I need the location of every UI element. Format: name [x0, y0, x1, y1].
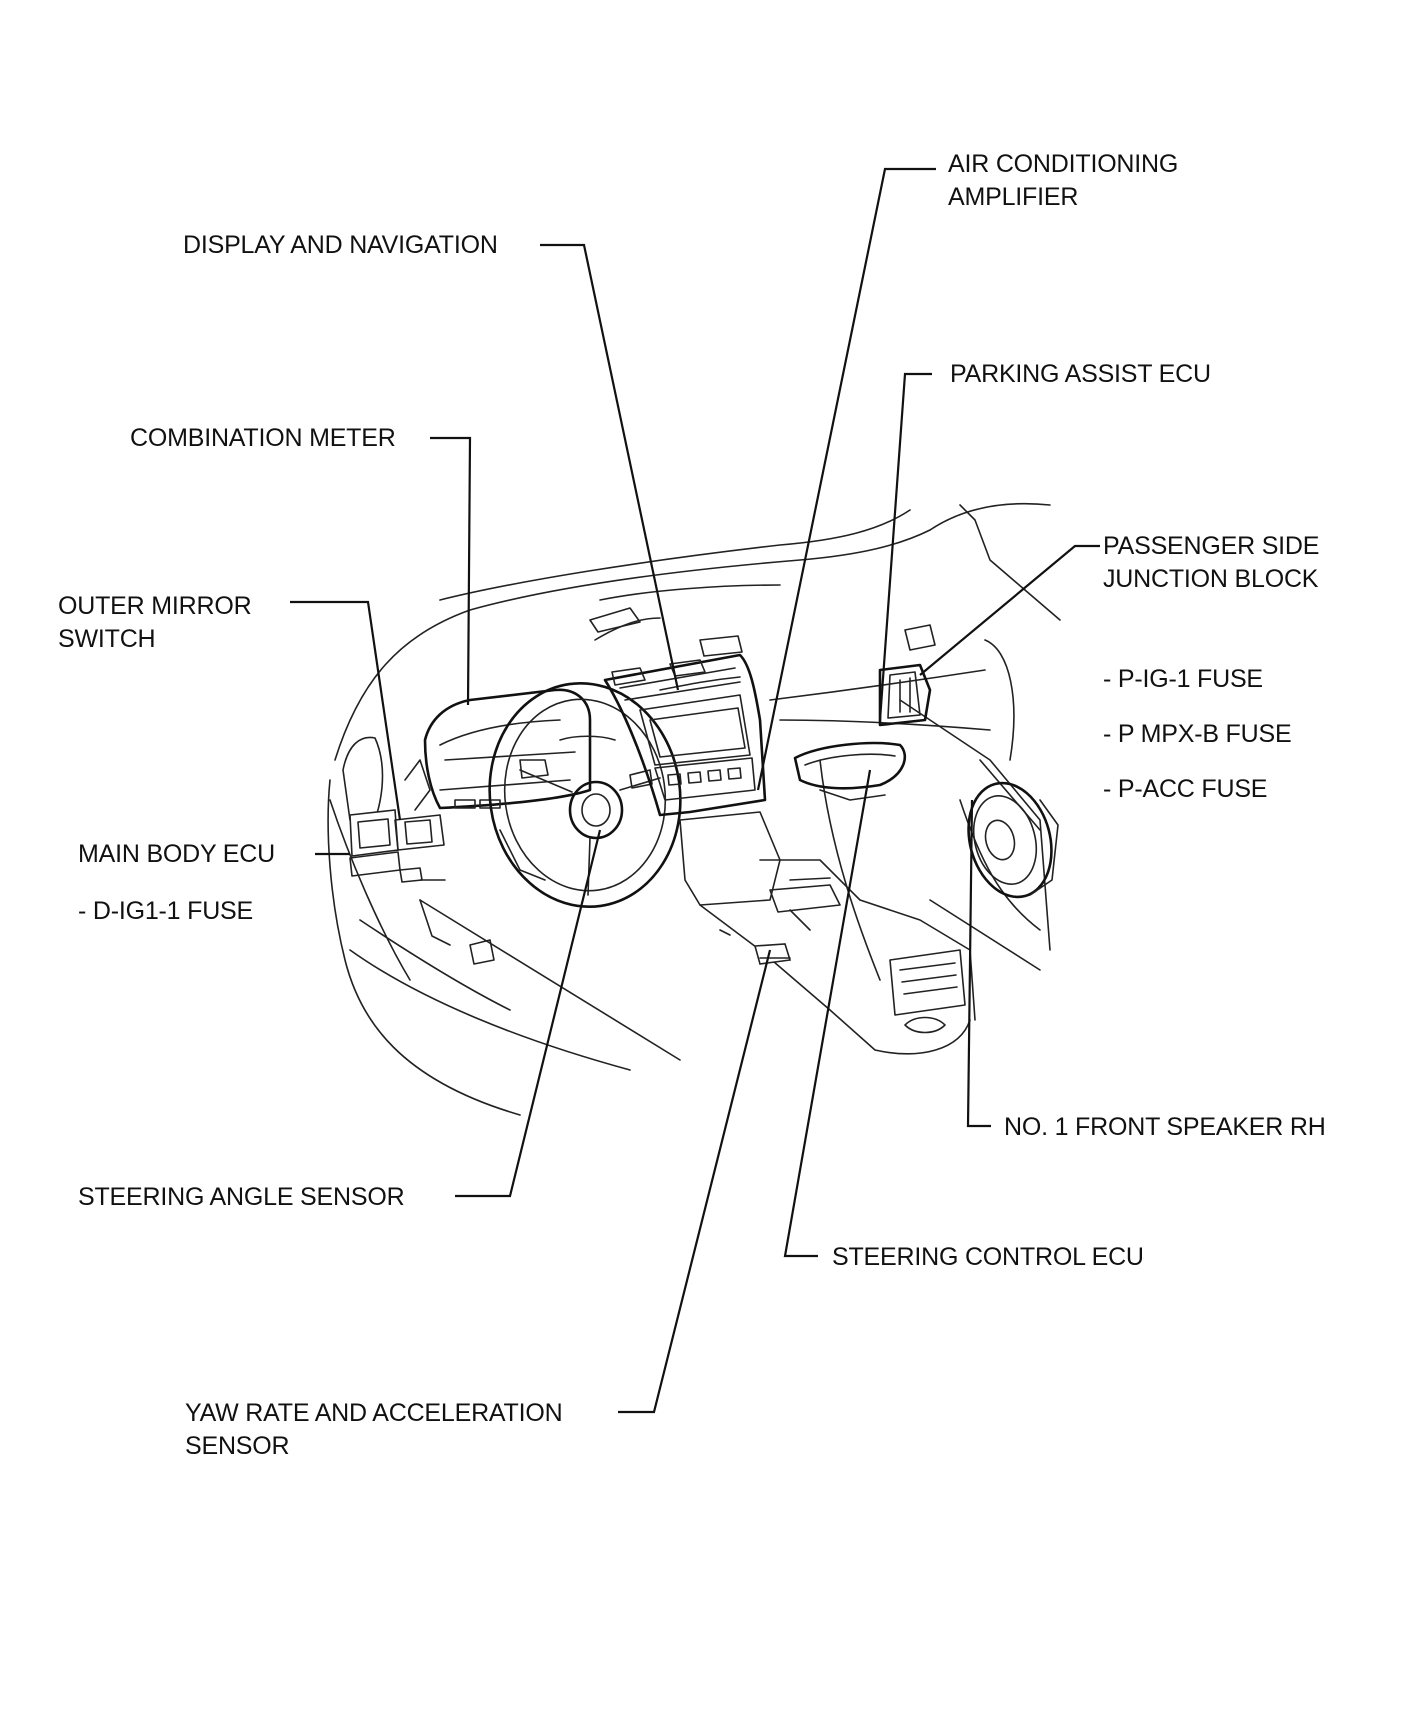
- label-line: COMBINATION METER: [130, 424, 396, 452]
- yaw-rate-sensor-art: [753, 943, 792, 965]
- combination-meter-art: [423, 688, 592, 810]
- label-steering-control-ecu: STEERING CONTROL ECU: [832, 1241, 1144, 1274]
- label-line: DISPLAY AND NAVIGATION: [183, 231, 498, 259]
- label-line: AMPLIFIER: [948, 183, 1079, 211]
- steering-wheel-art: [488, 682, 682, 908]
- label-passenger-side-junction-block: PASSENGER SIDE JUNCTION BLOCK: [1103, 530, 1319, 596]
- label-yaw-rate-and-acceleration-sensor: YAW RATE AND ACCELERATION SENSOR: [185, 1397, 563, 1463]
- label-line: JUNCTION BLOCK: [1103, 565, 1319, 593]
- label-line: SENSOR: [185, 1432, 290, 1460]
- driver-side-art: [342, 736, 495, 965]
- leader-lines: [290, 167, 1100, 1414]
- leader-steering-control-ecu: [783, 769, 872, 1258]
- label-line: STEERING CONTROL ECU: [832, 1243, 1144, 1271]
- leader-front-speaker-rh: [966, 799, 991, 1128]
- label-line: - P-IG-1 FUSE: [1103, 665, 1263, 693]
- label-line: SWITCH: [58, 625, 156, 653]
- label-parking-assist-ecu: PARKING ASSIST ECU: [950, 358, 1211, 391]
- label-air-conditioning-amplifier: AIR CONDITIONING AMPLIFIER: [948, 148, 1178, 214]
- leader-display-and-navigation: [540, 243, 680, 691]
- label-main-body-fuse: - D-IG1-1 FUSE: [78, 895, 253, 928]
- label-line: PASSENGER SIDE: [1103, 532, 1320, 560]
- label-line: - P MPX-B FUSE: [1103, 720, 1292, 748]
- label-passenger-fuses: - P-IG-1 FUSE - P MPX-B FUSE - P-ACC FUS…: [1103, 652, 1292, 817]
- label-steering-angle-sensor: STEERING ANGLE SENSOR: [78, 1181, 405, 1214]
- label-line: AIR CONDITIONING: [948, 150, 1179, 178]
- label-line: YAW RATE AND ACCELERATION: [185, 1399, 563, 1427]
- dashboard-outline: [327, 502, 1061, 1116]
- leader-passenger-side-junction-block: [919, 544, 1100, 676]
- leader-outer-mirror-switch: [290, 600, 402, 821]
- label-combination-meter: COMBINATION METER: [130, 422, 396, 455]
- label-line: - P-ACC FUSE: [1103, 775, 1268, 803]
- leader-parking-assist-ecu: [878, 372, 932, 721]
- leader-air-conditioning-amplifier: [756, 167, 936, 791]
- label-line: NO. 1 FRONT SPEAKER RH: [1004, 1113, 1326, 1141]
- leader-steering-angle-sensor: [455, 829, 602, 1198]
- label-line: OUTER MIRROR: [58, 592, 252, 620]
- label-main-body-ecu: MAIN BODY ECU: [78, 838, 275, 871]
- leader-yaw-rate-sensor: [618, 949, 772, 1414]
- label-no1-front-speaker-rh: NO. 1 FRONT SPEAKER RH: [1004, 1111, 1326, 1144]
- label-line: PARKING ASSIST ECU: [950, 360, 1211, 388]
- label-line: MAIN BODY ECU: [78, 840, 275, 868]
- label-display-and-navigation: DISPLAY AND NAVIGATION: [183, 229, 498, 262]
- label-line: - D-IG1-1 FUSE: [78, 897, 253, 925]
- passenger-side-art: [793, 624, 936, 801]
- center-stack-art: [589, 607, 767, 817]
- leader-combination-meter: [430, 436, 472, 706]
- label-line: STEERING ANGLE SENSOR: [78, 1183, 405, 1211]
- label-outer-mirror-switch: OUTER MIRROR SWITCH: [58, 590, 252, 656]
